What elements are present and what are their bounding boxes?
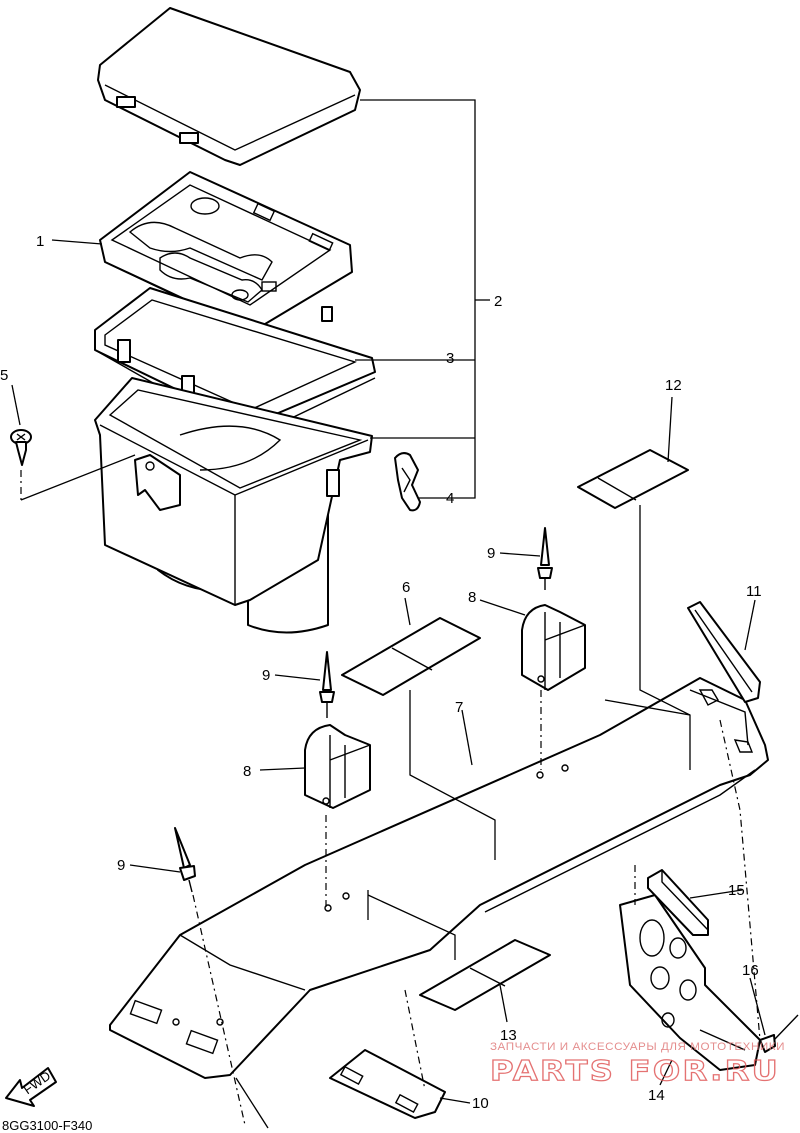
callout-9-lower: 9 [117, 857, 125, 874]
callout-2: 2 [494, 293, 502, 310]
rivet-9-upper [537, 527, 553, 590]
diagram-code: 8GG3100-F340 [2, 1118, 92, 1133]
callout-10: 10 [472, 1095, 489, 1112]
strap-11 [687, 601, 761, 703]
bracket-8-lower [304, 724, 371, 809]
callout-7: 7 [455, 699, 463, 716]
decal-6 [341, 617, 481, 696]
rivet-9-middle [319, 651, 335, 718]
bolt-16 [759, 1014, 799, 1053]
storage-box-lid [97, 7, 361, 166]
callout-8-lower: 8 [243, 763, 251, 780]
pad-15 [647, 869, 709, 936]
callout-14: 14 [648, 1087, 665, 1104]
tool-tray [99, 171, 353, 331]
mount-plate-10 [329, 1049, 446, 1119]
callout-12: 12 [665, 377, 682, 394]
callout-16: 16 [742, 962, 759, 979]
callout-11: 11 [746, 583, 762, 600]
decal-12 [577, 449, 689, 509]
rivet-9-lower [174, 827, 196, 893]
callout-6: 6 [402, 579, 410, 596]
fwd-arrow-icon: FWD [5, 1067, 57, 1107]
callout-13: 13 [500, 1027, 517, 1044]
watermark-logo: PARTS FOR.RU [490, 1054, 780, 1087]
decal-13 [419, 939, 551, 1011]
callout-8-upper: 8 [468, 589, 476, 606]
callout-1: 1 [36, 233, 44, 250]
callout-15: 15 [728, 882, 745, 899]
bracket-14 [619, 894, 761, 1071]
callout-9-upper: 9 [487, 545, 495, 562]
clip-part [394, 452, 421, 512]
bracket-8-upper [521, 604, 586, 691]
watermark: ЗАПЧАСТИ И АКСЕССУАРЫ ДЛЯ МОТОТЕХНИКИ PA… [489, 1041, 785, 1088]
callout-9-middle: 9 [262, 667, 270, 684]
watermark-tagline: ЗАПЧАСТИ И АКСЕССУАРЫ ДЛЯ МОТОТЕХНИКИ [490, 1041, 785, 1053]
callout-4: 4 [446, 490, 454, 507]
seat-base-plate [109, 677, 769, 1079]
callout-3: 3 [446, 350, 454, 367]
callout-5: 5 [0, 367, 8, 384]
storage-box-body [94, 377, 373, 634]
screw-part [10, 429, 32, 500]
